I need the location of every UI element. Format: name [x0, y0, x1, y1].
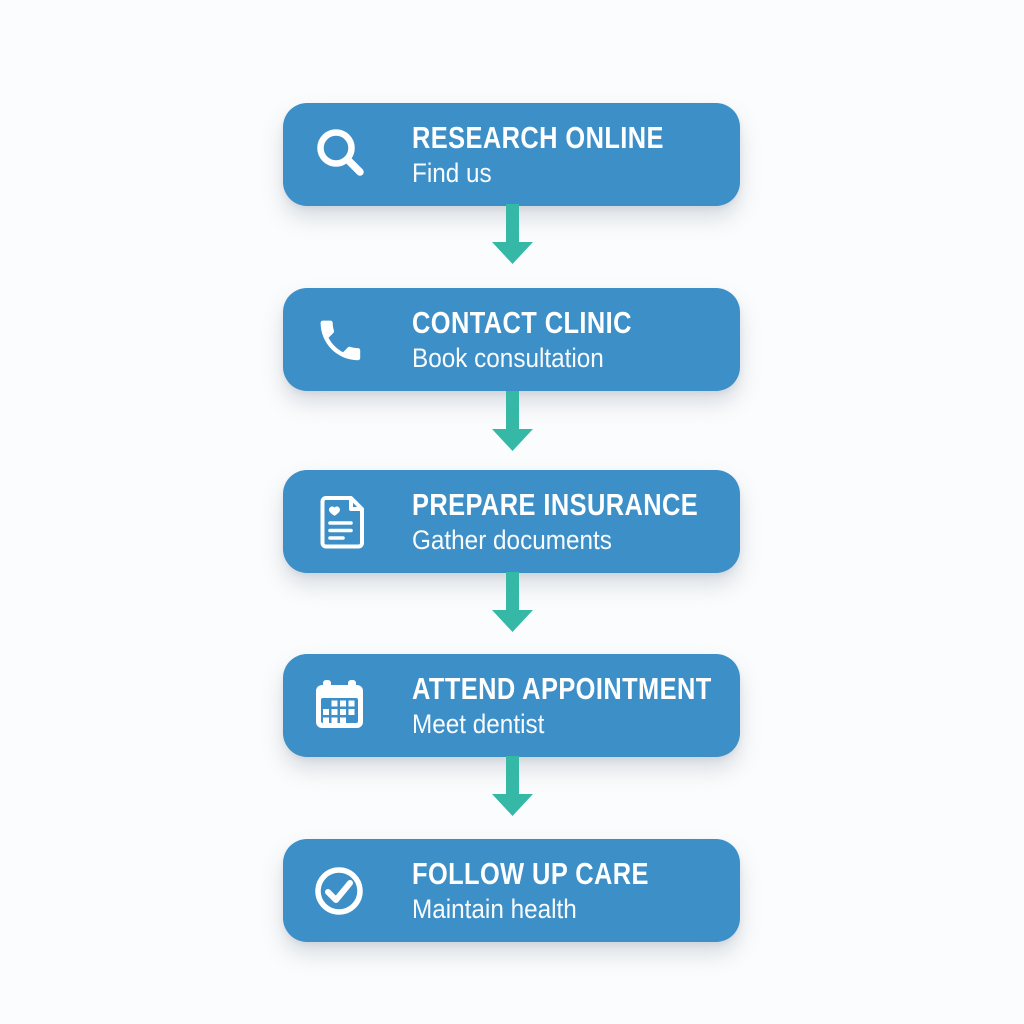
step-subtitle: Gather documents: [412, 524, 612, 555]
step-subtitle: Maintain health: [412, 893, 577, 924]
search-icon: [310, 125, 370, 185]
phone-icon: [310, 310, 370, 370]
step-attend-appointment: ATTEND APPOINTMENT Meet dentist: [283, 654, 740, 757]
step-prepare-insurance: PREPARE INSURANCE Gather documents: [283, 470, 740, 573]
step-contact-clinic: CONTACT CLINIC Book consultation: [283, 288, 740, 391]
down-arrow: [492, 204, 533, 264]
step-research-online: RESEARCH ONLINE Find us: [283, 103, 740, 206]
step-subtitle: Find us: [412, 157, 492, 188]
step-subtitle: Book consultation: [412, 342, 604, 373]
step-title: PREPARE INSURANCE: [412, 486, 699, 522]
step-title: CONTACT CLINIC: [412, 304, 632, 340]
down-arrow: [492, 572, 533, 632]
step-title: RESEARCH ONLINE: [412, 119, 664, 155]
step-subtitle: Meet dentist: [412, 708, 545, 739]
step-title: ATTEND APPOINTMENT: [412, 670, 712, 706]
step-follow-up-care: FOLLOW UP CARE Maintain health: [283, 839, 740, 942]
down-arrow: [492, 391, 533, 451]
check-circle-icon: [310, 861, 370, 921]
down-arrow: [492, 756, 533, 816]
step-title: FOLLOW UP CARE: [412, 855, 649, 891]
insurance-document-icon: [310, 492, 370, 552]
calendar-icon: [310, 676, 370, 736]
